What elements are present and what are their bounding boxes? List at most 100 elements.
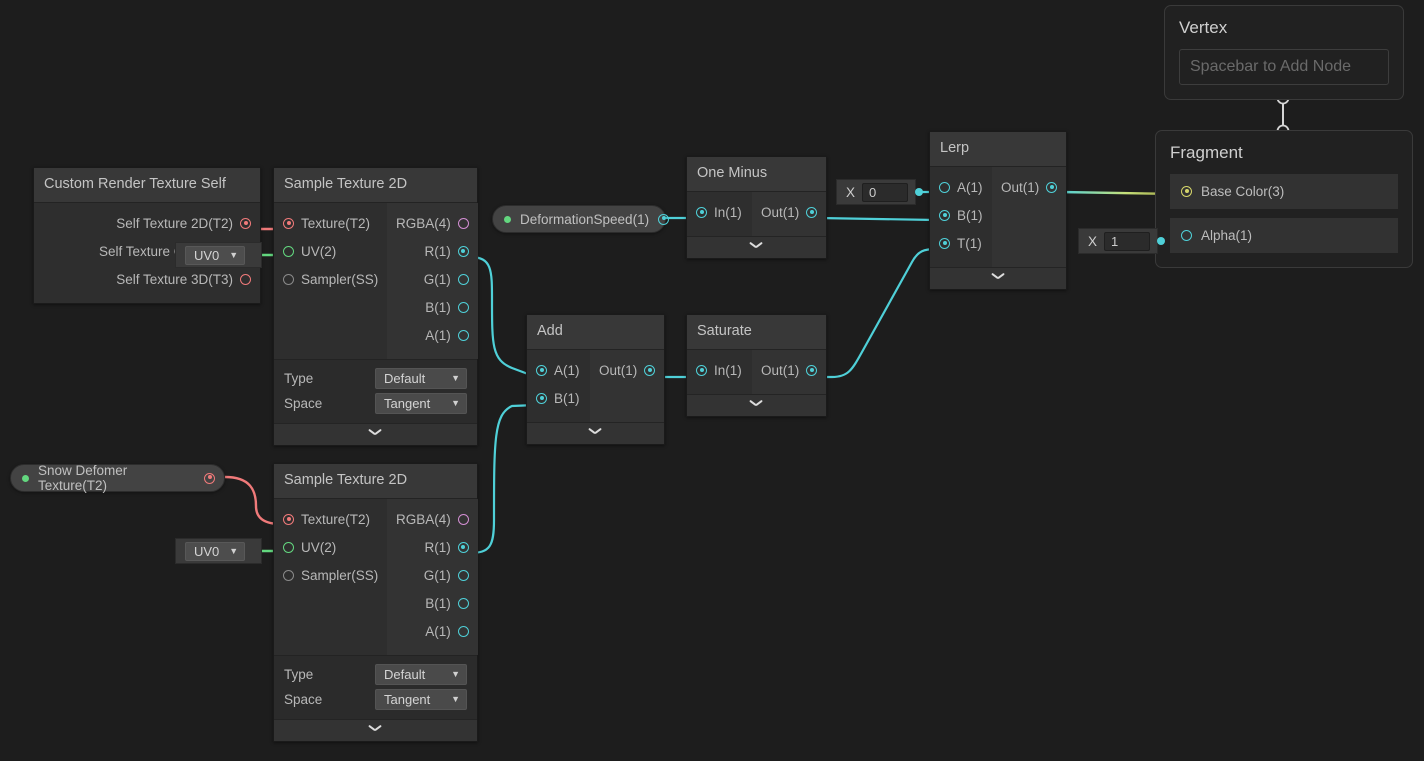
uv-channel-widget-bottom[interactable]: UV0 ▼ bbox=[175, 538, 262, 564]
port-dot[interactable] bbox=[536, 393, 547, 404]
port-dot[interactable] bbox=[696, 207, 707, 218]
node-collapse-toggle[interactable] bbox=[687, 235, 826, 258]
port-out[interactable]: Out(1) bbox=[590, 357, 664, 385]
port-self-texture-2d[interactable]: Self Texture 2D(T2) bbox=[34, 210, 260, 238]
port-dot[interactable] bbox=[457, 570, 469, 581]
port-dot[interactable] bbox=[283, 246, 294, 257]
port-dot[interactable] bbox=[457, 274, 469, 285]
chevron-down-icon: ▼ bbox=[229, 250, 239, 260]
port-texture[interactable]: Texture(T2) bbox=[274, 210, 387, 238]
node-one-minus[interactable]: One Minus In(1) Out(1) bbox=[686, 156, 827, 259]
port-b[interactable]: B(1) bbox=[387, 294, 478, 322]
port-g[interactable]: G(1) bbox=[387, 562, 478, 590]
node-sample-texture-2d-top[interactable]: Sample Texture 2D Texture(T2) UV(2) Samp… bbox=[273, 167, 478, 446]
node-custom-render-texture-self[interactable]: Custom Render Texture Self Self Texture … bbox=[33, 167, 261, 304]
port-dot[interactable] bbox=[457, 302, 469, 313]
port-dot[interactable] bbox=[283, 514, 294, 525]
port-sampler[interactable]: Sampler(SS) bbox=[274, 562, 387, 590]
port-rgba[interactable]: RGBA(4) bbox=[387, 210, 478, 238]
port-dot[interactable] bbox=[457, 218, 469, 229]
port-dot[interactable] bbox=[457, 246, 469, 257]
port-sampler[interactable]: Sampler(SS) bbox=[274, 266, 387, 294]
port-dot[interactable] bbox=[283, 570, 294, 581]
property-color-swatch bbox=[22, 474, 29, 482]
type-dropdown[interactable]: Default ▼ bbox=[375, 367, 467, 389]
row-label: Space bbox=[284, 691, 323, 707]
port-in[interactable]: In(1) bbox=[687, 199, 752, 227]
node-collapse-toggle[interactable] bbox=[687, 393, 826, 416]
port-dot[interactable] bbox=[457, 598, 469, 609]
node-saturate[interactable]: Saturate In(1) Out(1) bbox=[686, 314, 827, 417]
node-collapse-toggle[interactable] bbox=[930, 266, 1066, 289]
node-collapse-toggle[interactable] bbox=[274, 718, 477, 741]
port-b[interactable]: B(1) bbox=[527, 385, 590, 413]
port-dot[interactable] bbox=[806, 207, 818, 218]
port-b[interactable]: B(1) bbox=[930, 202, 992, 230]
block-alpha[interactable]: Alpha(1) bbox=[1170, 218, 1398, 253]
float-widget-alpha[interactable]: X 1 bbox=[1078, 228, 1166, 254]
float-widget-lerp-a[interactable]: X 0 bbox=[836, 179, 924, 205]
port-dot[interactable] bbox=[457, 542, 469, 553]
port-out[interactable]: Out(1) bbox=[752, 357, 826, 385]
port-self-texture-3d[interactable]: Self Texture 3D(T3) bbox=[34, 266, 260, 294]
master-node-fragment[interactable]: Fragment Base Color(3) Alpha(1) bbox=[1155, 130, 1413, 268]
node-add[interactable]: Add A(1) B(1) Out(1) bbox=[526, 314, 665, 445]
port-dot[interactable] bbox=[240, 218, 251, 229]
port-dot[interactable] bbox=[536, 365, 547, 376]
port-dot[interactable] bbox=[457, 330, 469, 341]
add-node-hint[interactable]: Spacebar to Add Node bbox=[1179, 49, 1389, 85]
port-dot[interactable] bbox=[1181, 186, 1192, 197]
port-t[interactable]: T(1) bbox=[930, 230, 992, 258]
port-a[interactable]: A(1) bbox=[527, 357, 590, 385]
port-a[interactable]: A(1) bbox=[930, 174, 992, 202]
property-node-snow-deformer-texture[interactable]: Snow Defomer Texture(T2) bbox=[10, 463, 225, 493]
port-out[interactable]: Out(1) bbox=[992, 174, 1066, 202]
port-dot[interactable] bbox=[939, 238, 950, 249]
space-dropdown[interactable]: Tangent ▼ bbox=[375, 392, 467, 414]
port-dot[interactable] bbox=[658, 213, 670, 225]
port-dot[interactable] bbox=[1181, 230, 1192, 241]
port-dot[interactable] bbox=[283, 274, 294, 285]
port-uv[interactable]: UV(2) bbox=[274, 534, 387, 562]
port-g[interactable]: G(1) bbox=[387, 266, 478, 294]
port-dot[interactable] bbox=[939, 210, 950, 221]
port-dot[interactable] bbox=[204, 472, 215, 484]
port-uv[interactable]: UV(2) bbox=[274, 238, 387, 266]
port-b[interactable]: B(1) bbox=[387, 590, 478, 618]
port-in[interactable]: In(1) bbox=[687, 357, 752, 385]
node-sample-texture-2d-bottom[interactable]: Sample Texture 2D Texture(T2) UV(2) Samp… bbox=[273, 463, 478, 742]
space-dropdown[interactable]: Tangent ▼ bbox=[375, 688, 467, 710]
port-dot[interactable] bbox=[696, 365, 707, 376]
port-a[interactable]: A(1) bbox=[387, 618, 478, 646]
node-collapse-toggle[interactable] bbox=[274, 422, 477, 445]
port-dot[interactable] bbox=[806, 365, 818, 376]
port-out[interactable]: Out(1) bbox=[752, 199, 826, 227]
port-r[interactable]: R(1) bbox=[387, 238, 478, 266]
port-r[interactable]: R(1) bbox=[387, 534, 478, 562]
port-dot[interactable] bbox=[240, 274, 251, 285]
port-texture[interactable]: Texture(T2) bbox=[274, 506, 387, 534]
port-dot[interactable] bbox=[457, 514, 469, 525]
property-node-deformation-speed[interactable]: DeformationSpeed(1) bbox=[492, 205, 670, 233]
block-base-color[interactable]: Base Color(3) bbox=[1170, 174, 1398, 209]
uv-dropdown[interactable]: UV0 ▼ bbox=[185, 245, 246, 265]
port-dot[interactable] bbox=[915, 188, 924, 196]
port-dot[interactable] bbox=[1157, 237, 1166, 245]
port-rgba[interactable]: RGBA(4) bbox=[387, 506, 478, 534]
float-input[interactable]: 0 bbox=[862, 182, 909, 202]
port-dot[interactable] bbox=[644, 365, 656, 376]
port-dot[interactable] bbox=[1046, 182, 1058, 193]
port-dot[interactable] bbox=[457, 626, 469, 637]
port-a[interactable]: A(1) bbox=[387, 322, 478, 350]
port-dot[interactable] bbox=[283, 218, 294, 229]
uv-channel-widget-top[interactable]: UV0 ▼ bbox=[175, 242, 262, 268]
node-collapse-toggle[interactable] bbox=[527, 421, 664, 444]
port-dot[interactable] bbox=[939, 182, 950, 193]
port-dot[interactable] bbox=[283, 542, 294, 553]
master-node-vertex[interactable]: Vertex Spacebar to Add Node bbox=[1164, 5, 1404, 100]
node-lerp[interactable]: Lerp A(1) B(1) T(1) Out(1) bbox=[929, 131, 1067, 290]
type-dropdown[interactable]: Default ▼ bbox=[375, 663, 467, 685]
float-input[interactable]: 1 bbox=[1104, 231, 1151, 251]
uv-dropdown[interactable]: UV0 ▼ bbox=[185, 541, 246, 561]
